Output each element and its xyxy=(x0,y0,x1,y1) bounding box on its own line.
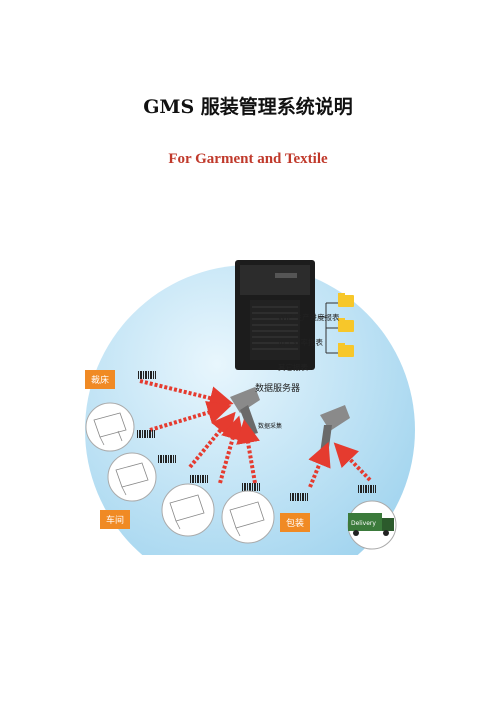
sewing-machine-icon xyxy=(221,490,275,544)
server-icon xyxy=(235,260,315,370)
server-label: 数据服务器 xyxy=(255,384,301,394)
report-label: WIP 生产进度报表 xyxy=(278,313,340,322)
folder-icon xyxy=(338,318,354,332)
page-subtitle: For Garment and Textile xyxy=(168,151,328,167)
packing-tag: 包装 xyxy=(280,513,311,532)
sewing-machine-icon xyxy=(107,452,157,502)
report-label: 其它报表 xyxy=(278,363,308,372)
sewing-machine-icon xyxy=(85,402,135,452)
workshop-tag: 车间 xyxy=(100,510,131,529)
delivery-truck-icon: Delivery xyxy=(347,500,397,550)
barcode xyxy=(290,493,308,501)
folder-icon xyxy=(338,293,354,307)
barcode xyxy=(137,430,155,438)
folder-icon xyxy=(338,343,354,357)
system-diagram: Delivery WIP 生产进度报表 员工效率报表 其它报表 数据服务器 数据… xyxy=(80,255,425,595)
barcode xyxy=(158,455,176,463)
sewing-machine-icon xyxy=(161,483,215,537)
collect-label: 数据采集 xyxy=(258,423,283,430)
diagram-canvas: Delivery xyxy=(85,260,415,595)
page-title: GMS 服装管理系统说明 xyxy=(143,96,353,118)
barcode xyxy=(190,475,208,483)
truck-text: Delivery xyxy=(351,520,376,527)
data-flow-arrows xyxy=(139,379,372,488)
barcode xyxy=(138,371,156,379)
report-connector xyxy=(318,302,338,354)
barcode xyxy=(242,483,260,491)
report-label: 员工效率报表 xyxy=(278,338,323,347)
barcode xyxy=(358,485,376,493)
cutting-tag: 裁床 xyxy=(85,370,116,389)
